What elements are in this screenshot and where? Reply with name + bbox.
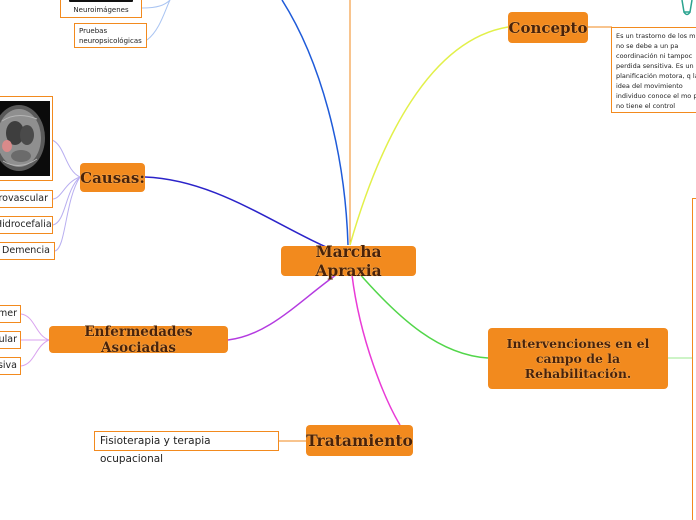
link-central-intervenciones [357,271,489,359]
concepto-label: Concepto [508,18,588,37]
enfermedades-topic[interactable]: Enfermedades Asociadas [49,323,228,356]
link-causas-image [51,139,81,178]
causas-item-2[interactable]: Hidrocefalia [0,216,53,234]
link-central-causas [144,176,346,256]
link-central-top [281,0,349,246]
neuroimagenes-image-strip [69,0,133,2]
neuroimagenes-label: Neuroimágenes [73,6,129,14]
tratamiento-item[interactable]: Fisioterapia y terapia ocupacional [94,431,279,465]
enfermedades-item-2-label: ular [0,334,17,345]
enfermedades-item-2[interactable]: ular [0,331,21,349]
enfermedades-item-3-label: siva [0,360,17,371]
causas-item-2-label: Hidrocefalia [0,219,52,230]
central-label: Marcha Apraxia [315,242,382,280]
pruebas-label: Pruebas neuropsicológicas [79,27,142,45]
enfermedades-item-1-label: mer [0,308,17,319]
causas-item-3-label: Demencia [2,245,50,256]
causas-item-1[interactable]: rovascular [0,190,53,208]
central-topic[interactable]: Marcha Apraxia [281,242,416,280]
brain-scan-image [0,101,50,176]
concepto-text-panel[interactable]: Es un trastorno de los m que no se debe … [611,27,696,113]
tratamiento-topic[interactable]: Tratamiento [306,425,413,456]
link-top-items-2 [141,0,171,9]
link-causas-1 [52,176,81,200]
link-enf-1 [20,313,50,341]
causas-label: Causas: [80,168,145,187]
figure-icon [678,0,696,18]
pruebas-node[interactable]: Pruebas neuropsicológicas [74,23,147,48]
causas-topic[interactable]: Causas: [80,163,145,192]
intervenciones-detail-panel[interactable] [692,198,696,520]
enfermedades-item-3[interactable]: siva [0,357,21,375]
link-enf-3 [20,339,50,367]
link-causas-2 [52,176,81,226]
enfermedades-label: Enfermedades Asociadas [84,323,193,356]
enfermedades-item-1[interactable]: mer [0,305,21,323]
link-central-tratamiento [351,274,401,426]
causas-item-1-label: rovascular [0,193,48,204]
intervenciones-topic[interactable]: Intervenciones en el campo de la Rehabil… [488,328,668,389]
tratamiento-label: Tratamiento [306,431,413,450]
link-top-items [146,0,171,41]
causas-item-3[interactable]: Demencia [0,242,55,260]
brain-scan-node[interactable] [0,96,53,181]
concepto-text: Es un trastorno de los m que no se debe … [616,32,696,110]
neuroimagenes-node[interactable]: Neuroimágenes [60,0,142,18]
link-causas-3 [54,176,81,252]
concepto-topic[interactable]: Concepto [508,12,588,43]
link-central-concepto [349,26,509,246]
tratamiento-item-label: Fisioterapia y terapia ocupacional [100,435,211,465]
link-central-enfermedades [227,271,341,341]
intervenciones-label: Intervenciones en el campo de la Rehabil… [506,336,650,381]
